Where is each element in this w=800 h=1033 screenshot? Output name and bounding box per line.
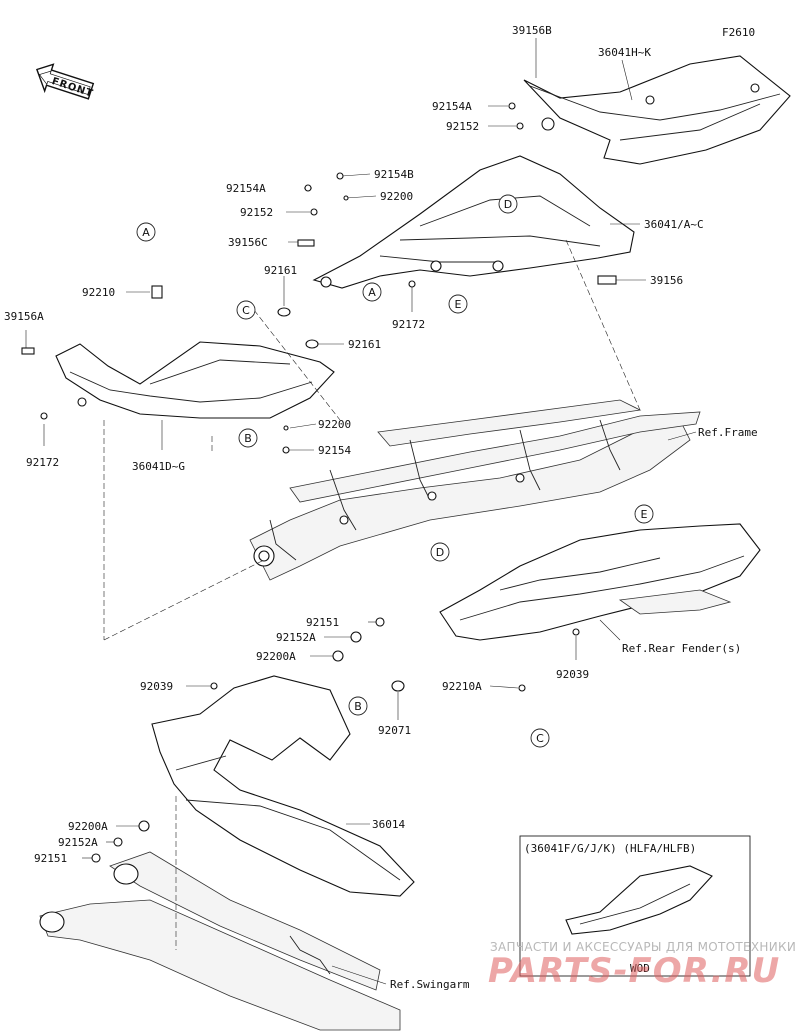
label-92172-left: 92172 bbox=[26, 456, 59, 469]
watermark: ЗАПЧАСТИ И АКСЕССУАРЫ ДЛЯ МОТОТЕХНИКИ PA… bbox=[488, 940, 796, 991]
callout-D-lower-label: D bbox=[436, 546, 444, 559]
frame bbox=[249, 399, 701, 581]
label-92151-mid: 92151 bbox=[306, 616, 339, 629]
figure-code: F2610 bbox=[722, 26, 755, 39]
callout-A-upper: A bbox=[136, 222, 156, 242]
part-labels: 39156B 36041H~K 92154A 92152 92154B 9215… bbox=[4, 24, 704, 865]
callout-B-left: B bbox=[238, 428, 258, 448]
callout-C-upper: C bbox=[236, 300, 256, 320]
swingarm bbox=[39, 851, 401, 1031]
label-39156B: 39156B bbox=[512, 24, 552, 37]
inset-note: WOD bbox=[630, 962, 650, 975]
label-92152-mid: 92152 bbox=[240, 206, 273, 219]
tail-cover-upper-right bbox=[523, 55, 791, 165]
callout-D-upper: D bbox=[498, 194, 518, 214]
tail-cover-main bbox=[312, 155, 635, 289]
inset-box: (36041F/G/J/K) (HLFA/HLFB) WOD bbox=[519, 835, 751, 977]
inset-title: (36041F/G/J/K) (HLFA/HLFB) bbox=[524, 842, 696, 855]
callout-C-lower: C bbox=[530, 728, 550, 748]
callout-A-mid-label: A bbox=[368, 286, 376, 299]
callout-D-upper-label: D bbox=[504, 198, 512, 211]
label-36014: 36014 bbox=[372, 818, 405, 831]
label-92200A-low: 92200A bbox=[68, 820, 108, 833]
chain-cover bbox=[151, 675, 415, 897]
label-92161-b: 92161 bbox=[348, 338, 381, 351]
label-92172-mid: 92172 bbox=[392, 318, 425, 331]
label-92210: 92210 bbox=[82, 286, 115, 299]
callout-C-lower-label: C bbox=[536, 732, 544, 745]
label-92210A: 92210A bbox=[442, 680, 482, 693]
leader-lines bbox=[25, 38, 697, 985]
label-92154B: 92154B bbox=[374, 168, 414, 181]
label-92200-top: 92200 bbox=[380, 190, 413, 203]
hardware-parts bbox=[21, 102, 617, 863]
watermark-line1: ЗАПЧАСТИ И АКСЕССУАРЫ ДЛЯ МОТОТЕХНИКИ bbox=[490, 940, 796, 954]
label-39156C: 39156C bbox=[228, 236, 268, 249]
label-92039-left: 92039 bbox=[140, 680, 173, 693]
label-92154A-top: 92154A bbox=[432, 100, 472, 113]
ref-rear-fender-label: Ref.Rear Fender(s) bbox=[622, 642, 741, 655]
label-92200-mid: 92200 bbox=[318, 418, 351, 431]
label-92152A-mid: 92152A bbox=[276, 631, 316, 644]
callout-B-left-label: B bbox=[244, 432, 252, 445]
label-92152A-low: 92152A bbox=[58, 836, 98, 849]
callout-A-upper-label: A bbox=[142, 226, 150, 239]
label-36041AC: 36041/A~C bbox=[644, 218, 704, 231]
ref-swingarm-label: Ref.Swingarm bbox=[390, 978, 470, 991]
label-92154: 92154 bbox=[318, 444, 351, 457]
callout-C-upper-label: C bbox=[242, 304, 250, 317]
ref-frame-label: Ref.Frame bbox=[698, 426, 758, 439]
label-92200A-mid: 92200A bbox=[256, 650, 296, 663]
watermark-line2: PARTS-FOR.RU bbox=[488, 951, 780, 991]
callout-E-upper: E bbox=[448, 294, 468, 314]
callout-B-lower: B bbox=[348, 696, 368, 716]
label-92039-right: 92039 bbox=[556, 668, 589, 681]
callout-E-lower-label: E bbox=[641, 508, 648, 521]
rear-fender bbox=[439, 523, 761, 641]
callout-D-lower: D bbox=[430, 542, 450, 562]
side-cover-left bbox=[55, 341, 335, 419]
callout-E-lower: E bbox=[634, 504, 654, 524]
label-92154A-mid: 92154A bbox=[226, 182, 266, 195]
label-92152-top: 92152 bbox=[446, 120, 479, 133]
callout-B-lower-label: B bbox=[354, 700, 362, 713]
front-arrow-icon: FRONT bbox=[36, 63, 95, 100]
label-92071: 92071 bbox=[378, 724, 411, 737]
callout-A-mid: A bbox=[362, 282, 382, 302]
label-39156A: 39156A bbox=[4, 310, 44, 323]
label-36041HK: 36041H~K bbox=[598, 46, 651, 59]
label-92151-low: 92151 bbox=[34, 852, 67, 865]
reference-labels: Ref.Frame Ref.Rear Fender(s) Ref.Swingar… bbox=[390, 426, 758, 991]
label-39156: 39156 bbox=[650, 274, 683, 287]
callout-E-upper-label: E bbox=[455, 298, 462, 311]
label-36041DG: 36041D~G bbox=[132, 460, 185, 473]
label-92161-a: 92161 bbox=[264, 264, 297, 277]
